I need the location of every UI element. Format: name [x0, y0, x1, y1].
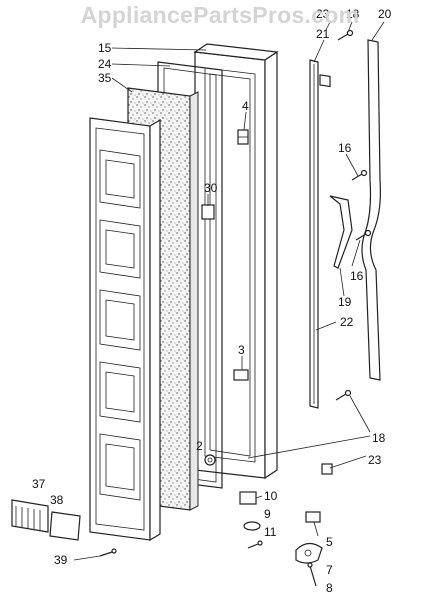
- small-parts: [11, 74, 333, 564]
- inner-liner: [89, 117, 161, 542]
- callout-2: 2: [196, 439, 203, 453]
- screws: [99, 29, 372, 587]
- grille-37: [11, 499, 49, 533]
- callout-3: 3: [238, 343, 245, 357]
- washer-9: [243, 521, 261, 531]
- callout-11: 11: [264, 525, 277, 539]
- callout-23-top: 23: [316, 7, 330, 21]
- clip-23-top: [319, 74, 331, 88]
- callout-24: 24: [98, 57, 112, 71]
- callout-5: 5: [326, 535, 333, 549]
- screw-39: [99, 548, 117, 557]
- liner-shelf-4: [99, 361, 141, 423]
- liner-shelf-3: [99, 289, 141, 351]
- liner-shelf-1: [99, 149, 141, 209]
- callout-16-lower: 16: [350, 269, 364, 283]
- callout-37: 37: [32, 477, 46, 491]
- callout-10: 10: [264, 489, 278, 503]
- hinge-pin-2: [204, 454, 216, 466]
- bracket-30: [201, 204, 215, 220]
- door-handle: [361, 39, 381, 381]
- callout-22: 22: [340, 315, 354, 329]
- callout-7: 7: [326, 563, 333, 577]
- screw-18-lower: [335, 389, 352, 401]
- screw-8: [307, 562, 317, 587]
- callout-23-bottom: 23: [368, 453, 382, 467]
- bracket-5: [305, 511, 321, 523]
- hinge-10: [239, 491, 257, 505]
- callout-9: 9: [264, 507, 271, 521]
- callout-8: 8: [326, 581, 333, 595]
- leader-lines: [73, 21, 385, 561]
- handle-trim-strip: [309, 59, 319, 409]
- handle-bracket: [329, 195, 353, 269]
- liner-shelf-5: [99, 433, 141, 501]
- screw-18-top: [337, 29, 354, 41]
- hinge-7: [295, 542, 323, 564]
- callout-39: 39: [54, 553, 68, 567]
- watermark: AppliancePartsPros.com: [80, 2, 360, 28]
- callout-labels: 23 18 20 21 15 24 35 4 30 16 16 19 22 3 …: [32, 7, 392, 595]
- liner-shelf-2: [99, 219, 141, 279]
- callout-35: 35: [98, 71, 112, 85]
- clip-23-bottom: [321, 463, 333, 475]
- callout-15: 15: [98, 41, 112, 55]
- callout-18-lower: 18: [372, 431, 386, 445]
- callout-16-upper: 16: [338, 141, 352, 155]
- cover-38: [49, 511, 81, 541]
- callout-19: 19: [338, 295, 352, 309]
- callout-38: 38: [50, 493, 64, 507]
- screw-11: [247, 540, 263, 549]
- outer-door-panel: [193, 43, 279, 480]
- callout-21: 21: [316, 27, 330, 41]
- callout-4: 4: [242, 99, 249, 113]
- plug-4: [237, 129, 249, 145]
- screw-16-upper: [351, 169, 368, 181]
- screw-16-lower: [355, 229, 372, 241]
- callout-18-top: 18: [346, 7, 360, 21]
- callout-20: 20: [378, 7, 392, 21]
- bracket-3: [233, 369, 249, 381]
- callout-30: 30: [204, 181, 218, 195]
